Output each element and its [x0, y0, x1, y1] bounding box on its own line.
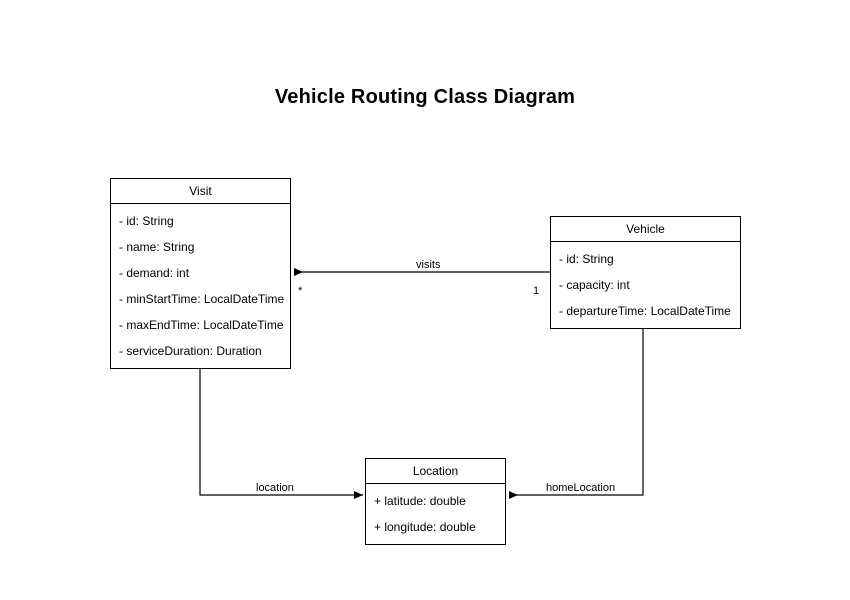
uml-attribute: - departureTime: LocalDateTime [559, 304, 731, 318]
uml-attributes-visit: - id: String - name: String - demand: in… [111, 204, 290, 368]
uml-attribute: - id: String [559, 252, 614, 266]
uml-attribute: - name: String [119, 240, 195, 254]
uml-class-visit[interactable]: Visit - id: String - name: String - dema… [110, 178, 291, 369]
uml-attribute: + longitude: double [374, 520, 476, 534]
uml-attributes-vehicle: - id: String - capacity: int - departure… [551, 242, 740, 328]
uml-attribute: - demand: int [119, 266, 190, 280]
uml-class-vehicle[interactable]: Vehicle - id: String - capacity: int - d… [550, 216, 741, 329]
uml-class-location[interactable]: Location + latitude: double + longitude:… [365, 458, 506, 545]
uml-attribute: - serviceDuration: Duration [119, 344, 262, 358]
association-label-homelocation: homeLocation [543, 482, 619, 494]
uml-class-name-location: Location [366, 459, 505, 484]
uml-attribute: - maxEndTime: LocalDateTime [119, 318, 284, 332]
association-label-visits: visits [413, 259, 444, 271]
uml-attribute: - id: String [119, 214, 174, 228]
association-line-location [199, 361, 363, 499]
multiplicity-vehicle-side: 1 [533, 285, 540, 297]
uml-class-name-visit: Visit [111, 179, 290, 204]
uml-attribute: - capacity: int [559, 278, 630, 292]
uml-attribute: + latitude: double [374, 494, 466, 508]
association-line-homelocation [509, 322, 644, 499]
page-title: Vehicle Routing Class Diagram [274, 86, 576, 108]
uml-attributes-location: + latitude: double + longitude: double [366, 484, 505, 544]
uml-class-name-vehicle: Vehicle [551, 217, 740, 242]
association-label-location: location [253, 482, 297, 494]
multiplicity-visit-side: * [298, 285, 303, 297]
uml-attribute: - minStartTime: LocalDateTime [119, 292, 285, 306]
